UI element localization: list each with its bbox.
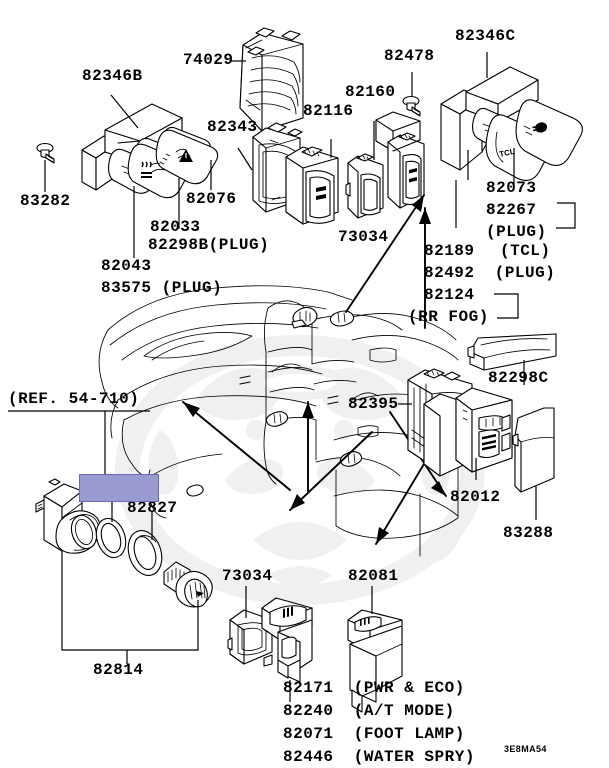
label-73034-bot: 73034: [222, 567, 273, 585]
part-82012-switch-assembly: [423, 387, 513, 477]
part-82160-switch-plate: [345, 153, 384, 219]
label-73034-top: 73034: [338, 228, 389, 246]
part-82171-switch: [261, 597, 313, 683]
label-74029: 74029: [183, 51, 234, 69]
label-82240: 82240 (A/T MODE): [283, 702, 455, 720]
part-82160-switch-body: [375, 111, 425, 209]
label-82033: 82033: [150, 218, 201, 236]
dashboard-illustration: [98, 285, 469, 557]
part-82478-screw: [402, 95, 421, 117]
label-82343: 82343: [207, 118, 258, 136]
part-74029-air-louver: [239, 27, 304, 132]
drawing-code: 3E8MA54: [504, 744, 547, 754]
part-82116-switch: [285, 146, 339, 225]
svg-text:TCL: TCL: [499, 147, 516, 159]
part-82298c-plug: [467, 333, 557, 371]
label-82446: 82446 (WATER SPRY): [283, 748, 475, 766]
part-82814-lighter-assembly: [35, 478, 213, 608]
label-82124: 82124: [424, 286, 475, 304]
label-ref-54-710: (REF. 54-710): [8, 390, 140, 408]
label-82116: 82116: [303, 102, 354, 120]
label-83282: 83282: [20, 192, 71, 210]
label-82478: 82478: [384, 47, 435, 65]
label-82073: 82073: [486, 179, 537, 197]
part-82346c-tcl-switch: TCL: [440, 66, 583, 181]
label-82827: 82827: [127, 499, 178, 517]
label-82298c: 82298C: [488, 369, 549, 387]
part-82346b-switch-cluster: [81, 103, 219, 199]
label-82395: 82395: [348, 395, 399, 413]
label-tcl-1: (TCL): [500, 242, 551, 260]
part-83282-screw: [36, 142, 55, 164]
label-82814: 82814: [93, 661, 144, 679]
label-83575: 83575 (PLUG): [101, 279, 223, 297]
label-82346b: 82346B: [82, 67, 143, 85]
label-82012: 82012: [450, 488, 501, 506]
highlighted-part-box[interactable]: [79, 474, 159, 502]
label-82189: 82189: [424, 242, 475, 260]
label-82171: 82171 (PWR & ECO): [283, 679, 465, 697]
label-rr-fog: (RR FOG): [408, 308, 489, 326]
label-82346c: 82346C: [455, 27, 516, 45]
part-83288-cover: [512, 407, 555, 493]
assembly-arrows: [182, 194, 447, 545]
label-plug-1: (PLUG): [486, 223, 547, 241]
label-82071: 82071 (FOOT LAMP): [283, 725, 465, 743]
label-83288: 83288: [503, 524, 554, 542]
label-82298b: 82298B(PLUG): [148, 236, 270, 254]
label-82492: 82492 (PLUG): [424, 264, 556, 282]
label-82076: 82076: [186, 190, 237, 208]
label-82043: 82043: [101, 257, 152, 275]
label-82267: 82267: [486, 201, 537, 219]
part-82081-switch: [347, 609, 403, 713]
label-82160: 82160: [345, 83, 396, 101]
label-82081: 82081: [348, 567, 399, 585]
